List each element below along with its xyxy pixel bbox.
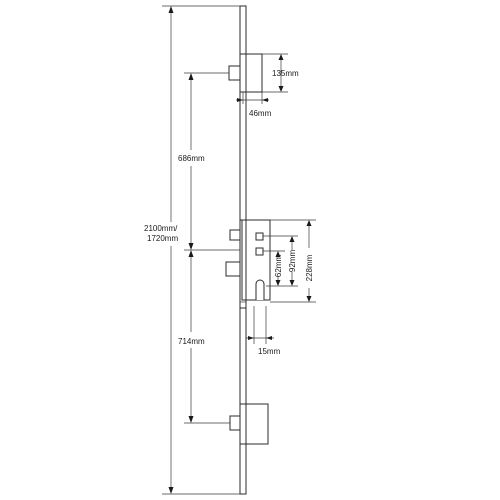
gearbox-case	[225, 219, 271, 309]
backset-label: 46mm	[249, 109, 272, 118]
pz-centres-dimension: 92mm	[263, 235, 298, 287]
pz-centres-label: 92mm	[288, 250, 297, 273]
gearbox-height-label: 228mm	[305, 254, 314, 281]
bottom-hook-mechanism	[229, 403, 269, 445]
cylinder-backset-label: 15mm	[258, 347, 281, 356]
top-hook-mechanism	[228, 53, 263, 93]
follower-square-top	[255, 232, 264, 241]
top-to-centre-dimension: 686mm	[178, 72, 240, 251]
gearbox-height-dimension: 228mm	[270, 219, 316, 303]
overall-length-dimension: 2100mm/ 1720mm	[144, 5, 240, 495]
top-hook-height-label: 135mm	[272, 69, 299, 78]
follower-to-cylinder-dimension: 62mm	[263, 250, 285, 286]
overall-length-line1: 2100mm/	[144, 224, 178, 233]
euro-cylinder-cutout	[255, 279, 265, 300]
backset-dimension: 46mm	[236, 92, 272, 118]
top-hook-height-dimension: 135mm	[262, 53, 299, 93]
overall-length-line2: 1720mm	[147, 234, 178, 243]
top-to-centre-label: 686mm	[178, 154, 205, 163]
centre-to-bottom-dimension: 714mm	[178, 250, 230, 424]
follower-to-cylinder-label: 62mm	[274, 255, 283, 278]
cylinder-backset-dimension: 15mm	[246, 306, 281, 356]
centre-to-bottom-label: 714mm	[178, 337, 205, 346]
follower-square-bottom	[255, 247, 264, 256]
